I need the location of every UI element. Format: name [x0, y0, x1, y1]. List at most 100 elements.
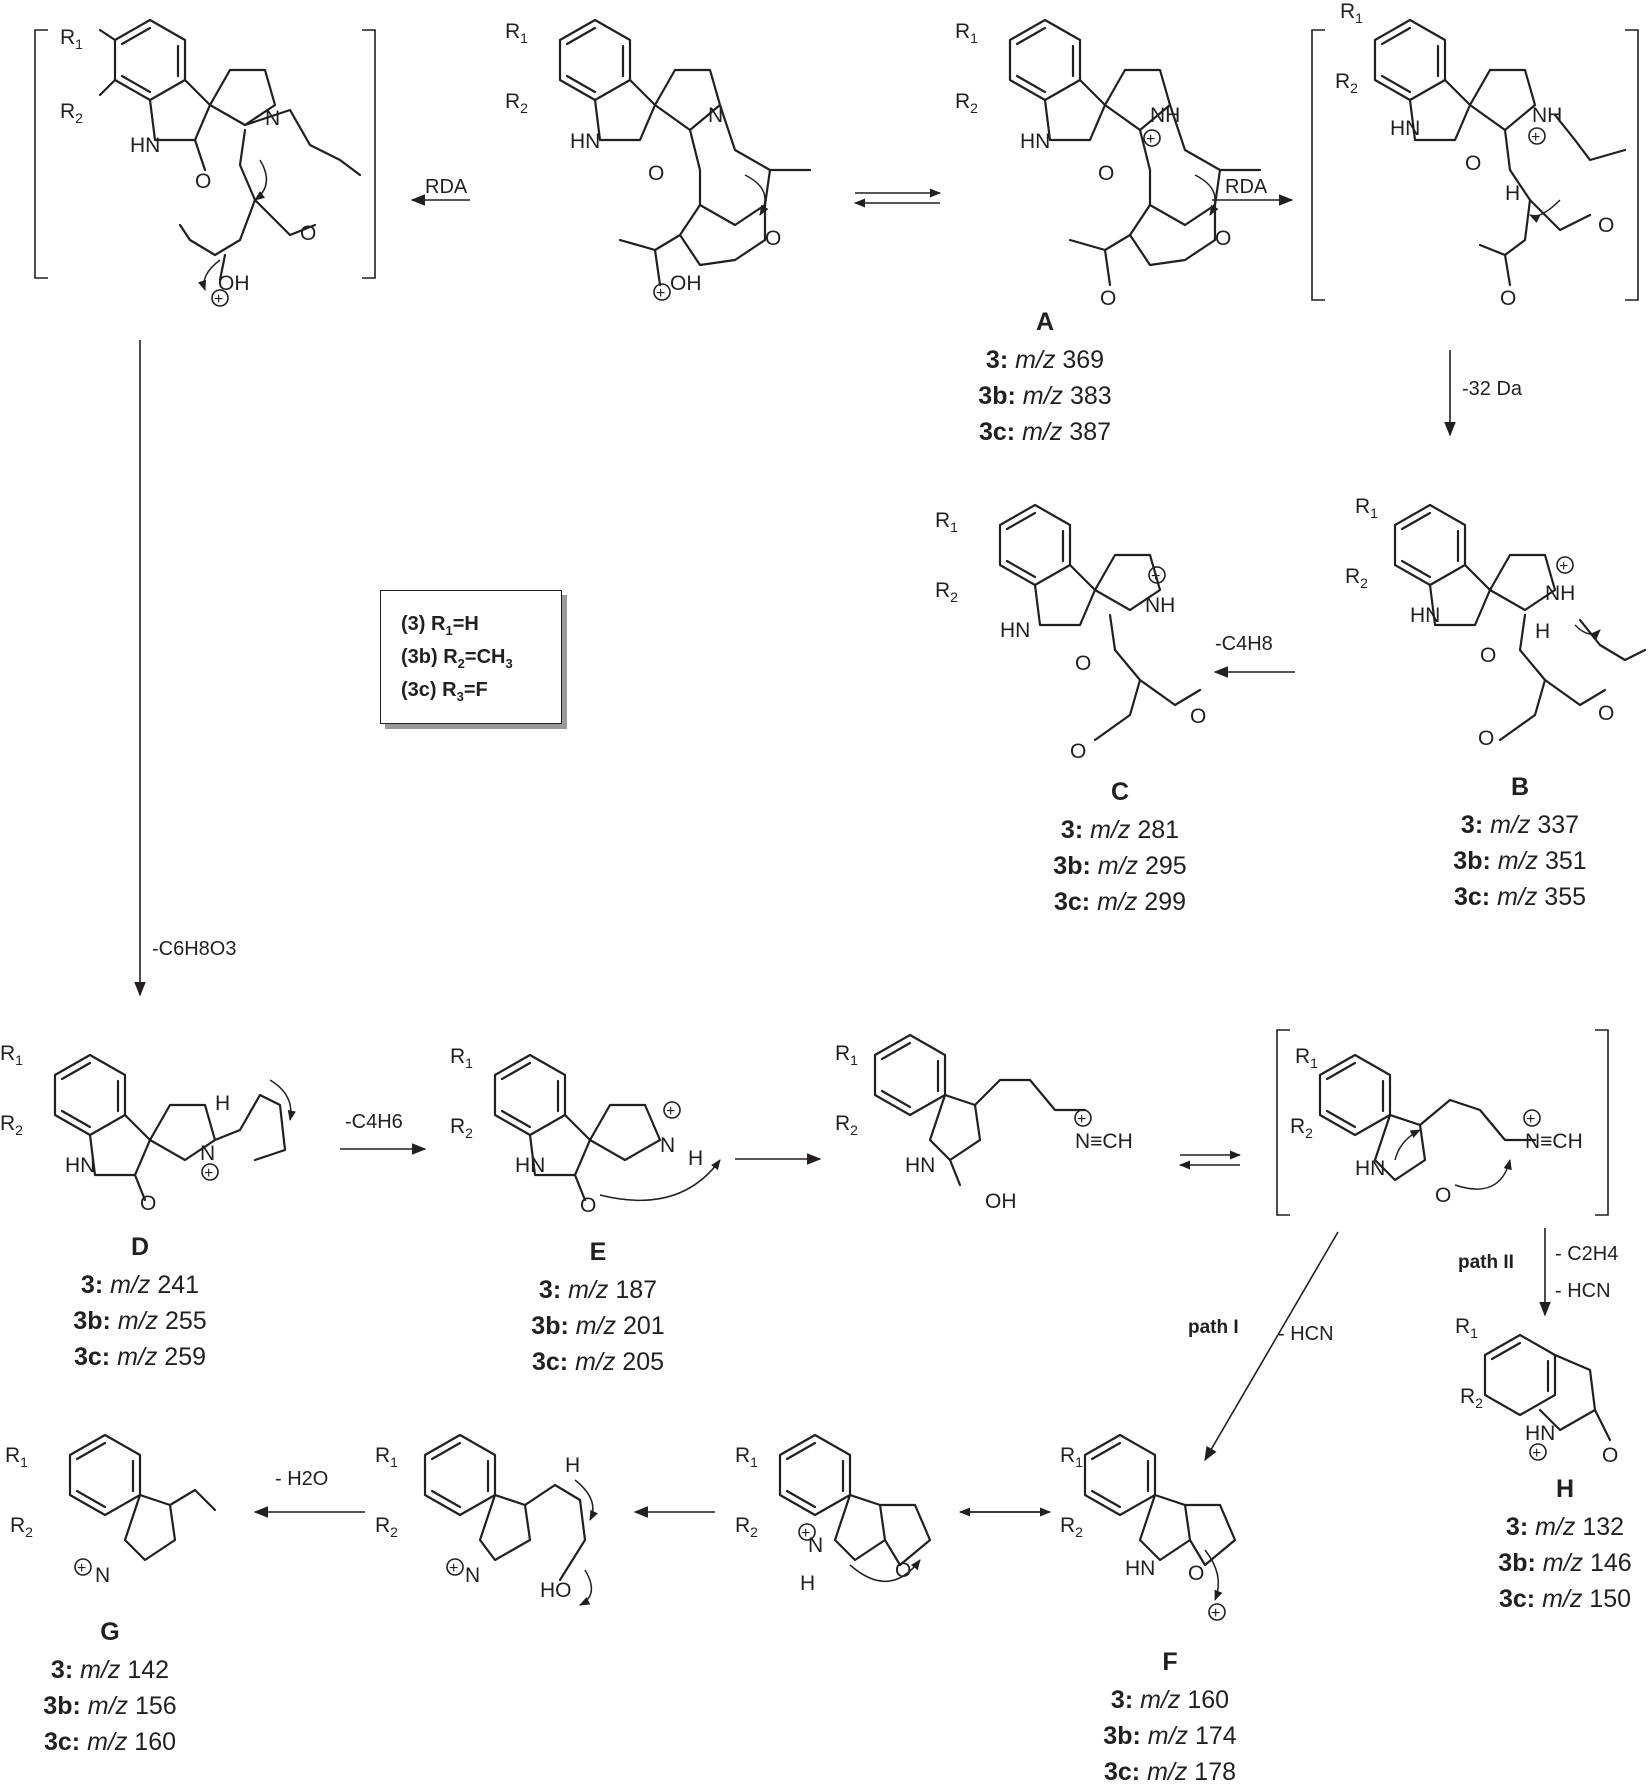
mz-value-line: 3b: m/z 156: [43, 1692, 176, 1720]
mz-value-line: 3c: m/z 387: [979, 418, 1111, 446]
compound-label: H: [1556, 1475, 1574, 1503]
atom-o: O: [1070, 740, 1086, 763]
compound-e-block: E 3: m/z 187 3b: m/z 201 3c: m/z 205: [531, 1238, 664, 1376]
atom-h: H: [215, 1092, 230, 1115]
svg-text:+: +: [1146, 131, 1155, 148]
svg-text:+: +: [1559, 558, 1568, 575]
atom-o: O: [1480, 644, 1496, 667]
mz-value-line: 3b: m/z 383: [978, 382, 1111, 410]
mz-value-line: 3c: m/z 205: [532, 1348, 664, 1376]
mz-value-line: 3b: m/z 255: [73, 1307, 206, 1335]
atom-r1: R1: [955, 20, 978, 46]
mz-value-line: 3: m/z 337: [1461, 811, 1579, 839]
svg-text:+: +: [656, 285, 665, 302]
atom-o: O: [300, 222, 316, 245]
structure-oxonium: [778, 1433, 932, 1567]
atom-r2: R2: [735, 1514, 758, 1540]
atom-o: O: [765, 227, 781, 250]
atom-nh: NH: [1532, 104, 1562, 127]
charge-plus: +: [1208, 1603, 1226, 1622]
atom-o: O: [1098, 162, 1114, 185]
atom-h: H: [1505, 182, 1520, 205]
atom-o: O: [1100, 287, 1116, 310]
label-minus-c6h8o3: -C6H8O3: [152, 938, 236, 960]
charge-plus: +: [1074, 1109, 1092, 1128]
atom-o: O: [1598, 214, 1614, 237]
atom-hn: HN: [570, 130, 600, 153]
arrow-path-i: [1204, 1231, 1339, 1462]
atom-o: O: [1478, 727, 1494, 750]
atom-r2: R2: [505, 90, 528, 116]
atom-hn: HN: [1355, 1157, 1385, 1180]
atom-h: H: [1535, 620, 1550, 643]
mz-value-line: 3c: m/z 355: [1454, 883, 1586, 911]
compound-label: E: [590, 1238, 607, 1266]
atom-hn: HN: [515, 1154, 545, 1177]
atom-r1: R1: [0, 1042, 23, 1068]
atom-nh: NH: [1145, 594, 1175, 617]
atom-o: O: [1188, 1562, 1204, 1585]
svg-text:+: +: [449, 1560, 458, 1577]
charge-plus: +: [446, 1558, 464, 1577]
mz-value-line: 3c: m/z 150: [1499, 1585, 1631, 1613]
atom-o: O: [895, 1559, 911, 1582]
atom-nh: NH: [1150, 104, 1180, 127]
atom-n: N: [708, 104, 723, 127]
atom-hn: HN: [1390, 117, 1420, 140]
mz-value-line: 3b: m/z 201: [531, 1312, 664, 1340]
atom-o: O: [1500, 287, 1516, 310]
mz-value-line: 3c: m/z 299: [1054, 888, 1186, 916]
structure-D: [53, 1053, 287, 1202]
atom-r2: R2: [1460, 1385, 1483, 1411]
atom-oh: OH: [218, 272, 250, 295]
compound-label: B: [1511, 773, 1529, 801]
label-minus-hcn-i: - HCN: [1278, 1323, 1334, 1345]
legend-row: (3b) R2=CH3: [401, 646, 513, 671]
positive-charges: + + + + + + + + + + + + + + +: [74, 127, 1574, 1622]
structure-G: [68, 1433, 217, 1562]
mz-value-line: 3: m/z 132: [1506, 1513, 1624, 1541]
atom-o: O: [648, 162, 664, 185]
svg-text:+: +: [666, 1103, 675, 1120]
atom-n: N: [465, 1564, 480, 1587]
atom-n: N: [808, 1534, 823, 1557]
mz-value-line: 3: m/z 187: [539, 1276, 657, 1304]
structure-F: [1083, 1433, 1237, 1567]
atom-hn: HN: [905, 1154, 935, 1177]
svg-text:+: +: [1526, 1111, 1535, 1128]
atom-ho: HO: [540, 1579, 572, 1602]
atom-nch: N≡CH: [1075, 1130, 1133, 1153]
label-minus-c2h4: - C2H4: [1555, 1243, 1618, 1265]
mz-value-line: 3c: m/z 178: [1104, 1758, 1236, 1786]
charge-plus: +: [1148, 566, 1166, 585]
atom-n: N: [95, 1564, 110, 1587]
atom-n: N: [200, 1142, 215, 1165]
label-minus-h2o: - H2O: [275, 1468, 328, 1490]
charge-plus: +: [1523, 1109, 1541, 1128]
structure-protonated-precursor: [558, 18, 812, 287]
atom-nh: NH: [1545, 582, 1575, 605]
atom-r1: R1: [1340, 0, 1363, 26]
atom-o: O: [1075, 652, 1091, 675]
atom-o: O: [1602, 1444, 1618, 1467]
atom-n: N: [265, 107, 280, 130]
atom-hn: HN: [1000, 619, 1030, 642]
charge-plus: +: [1143, 129, 1161, 148]
label-minus-32: -32 Da: [1462, 378, 1523, 400]
atom-r2: R2: [1345, 565, 1368, 591]
svg-text:+: +: [204, 1165, 213, 1182]
mz-value-line: 3: m/z 160: [1111, 1686, 1229, 1714]
bracket-left-top: [34, 29, 376, 279]
label-rda-right: RDA: [1225, 176, 1268, 198]
atom-r1: R1: [835, 1042, 858, 1068]
atom-o: O: [1190, 705, 1206, 728]
atom-r1: R1: [375, 1444, 398, 1470]
svg-text:+: +: [1077, 1111, 1086, 1128]
atom-o: O: [1598, 702, 1614, 725]
atom-r2: R2: [955, 90, 978, 116]
